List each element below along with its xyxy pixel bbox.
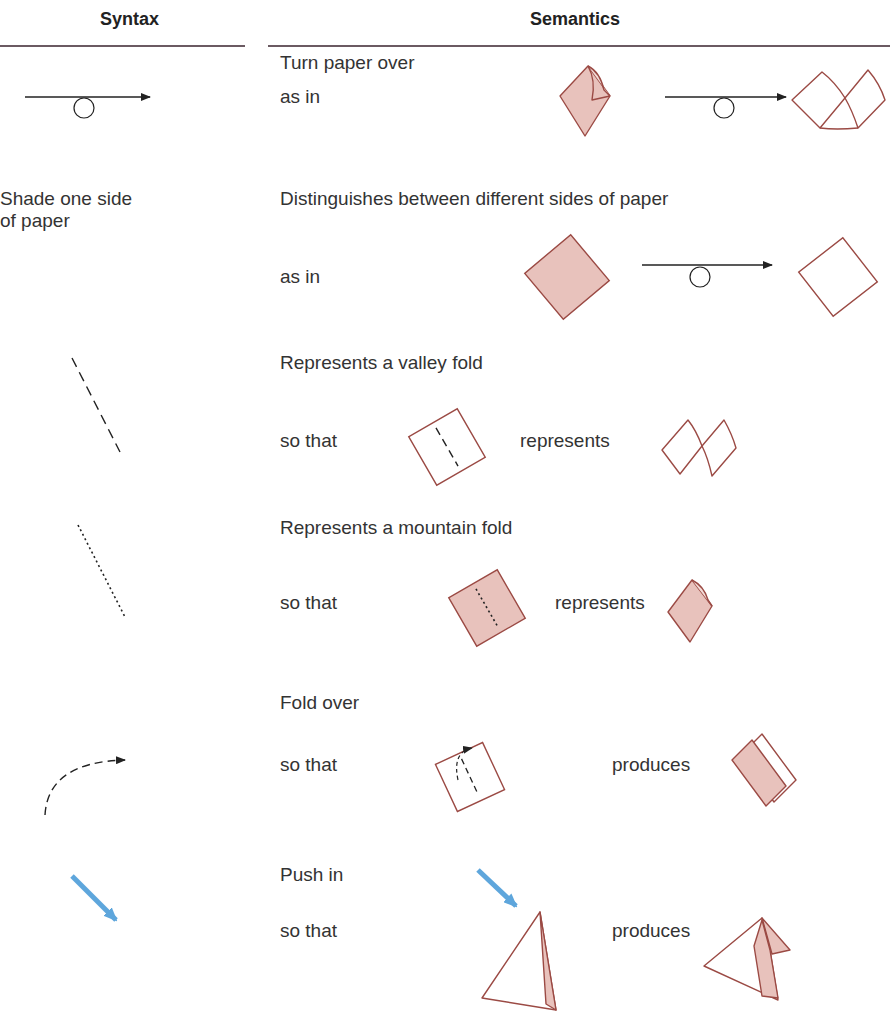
- label: Push in: [280, 864, 343, 886]
- mountain-fold-line: [78, 525, 125, 617]
- label: Represents a valley fold: [280, 352, 483, 374]
- column-header: Syntax: [100, 8, 159, 30]
- label: Represents a mountain fold: [280, 517, 512, 539]
- label: so that: [280, 754, 337, 776]
- label: represents: [555, 592, 645, 614]
- push-in-arrow: [72, 876, 116, 920]
- column-header: Semantics: [530, 8, 620, 30]
- label: as in: [280, 266, 320, 288]
- label: produces: [612, 754, 690, 776]
- label: so that: [280, 430, 337, 452]
- label: as in: [280, 86, 320, 108]
- label: so that: [280, 592, 337, 614]
- fold-over-arrow: [45, 760, 125, 815]
- label: Fold over: [280, 692, 359, 714]
- label: represents: [520, 430, 610, 452]
- label: Distinguishes between different sides of…: [280, 188, 668, 210]
- label: Turn paper over: [280, 52, 414, 74]
- label: Shade one side of paper: [0, 188, 140, 232]
- valley-fold-line: [72, 358, 120, 452]
- label: produces: [612, 920, 690, 942]
- turn-over-symbol: [25, 97, 150, 118]
- label: so that: [280, 920, 337, 942]
